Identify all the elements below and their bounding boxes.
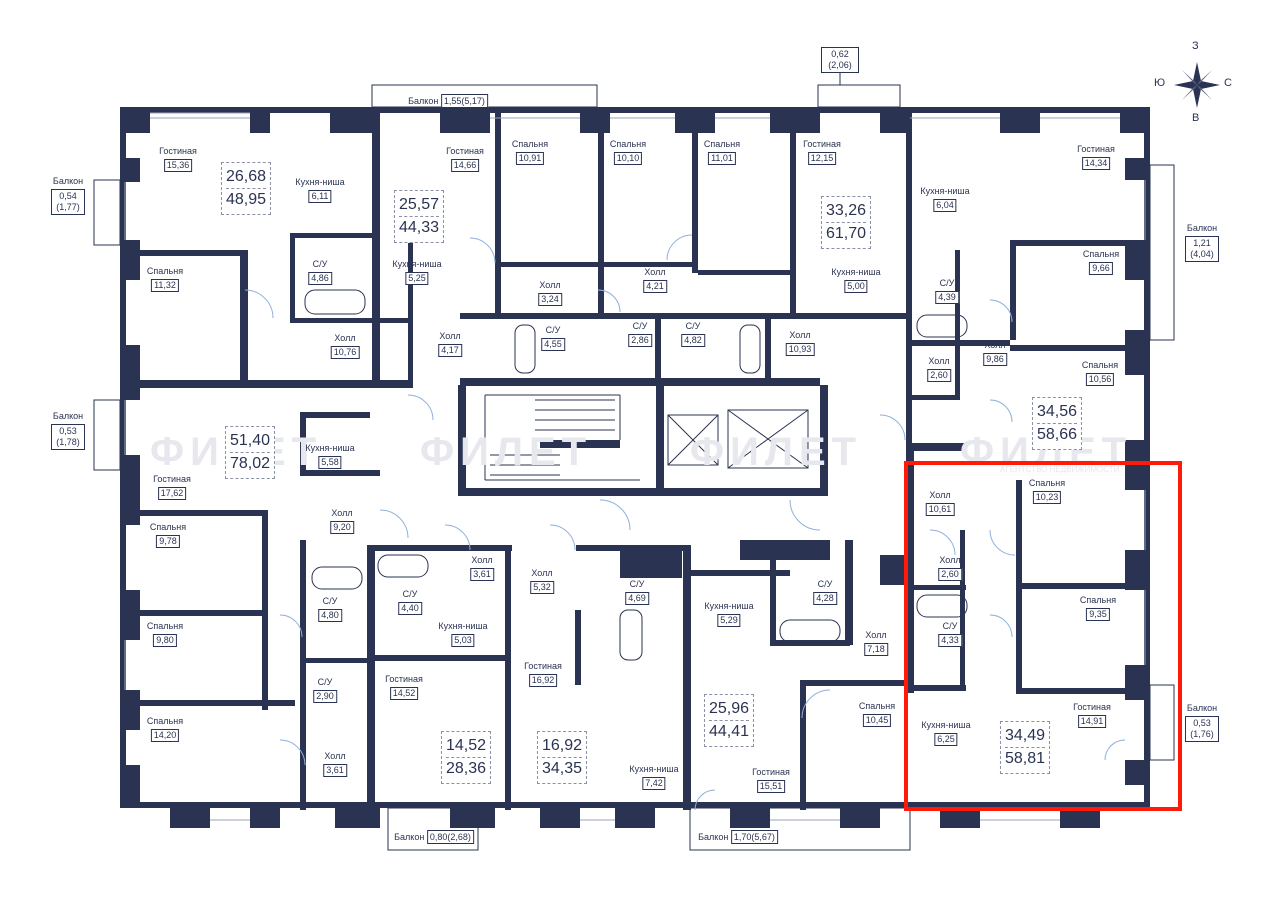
compass-star-icon <box>1174 62 1220 108</box>
compass-east-label: С <box>1224 77 1232 89</box>
compass-west-label: Ю <box>1154 77 1166 89</box>
walls <box>120 107 1150 828</box>
compass-south-label: В <box>1192 112 1200 124</box>
balcony-label: Балкон 0,80(2,68) <box>394 830 474 844</box>
compass-north-label: З <box>1192 40 1199 52</box>
watermark-tagline: АГЕНТСТВО НЕДВИЖИМОСТИ <box>1000 465 1120 474</box>
compass: З Ю С В <box>1154 40 1232 130</box>
balcony-label: Балкон 1,55(5,17) <box>408 94 488 108</box>
watermark: ФИЛЕТ <box>420 430 593 474</box>
balcony-label: Балкон 1,70(5,67) <box>698 830 778 844</box>
selected-apartment-highlight[interactable] <box>904 461 1182 811</box>
watermark: ФИЛЕТ <box>690 430 863 474</box>
balcony-label: 0,62 (2,06) <box>821 44 859 73</box>
